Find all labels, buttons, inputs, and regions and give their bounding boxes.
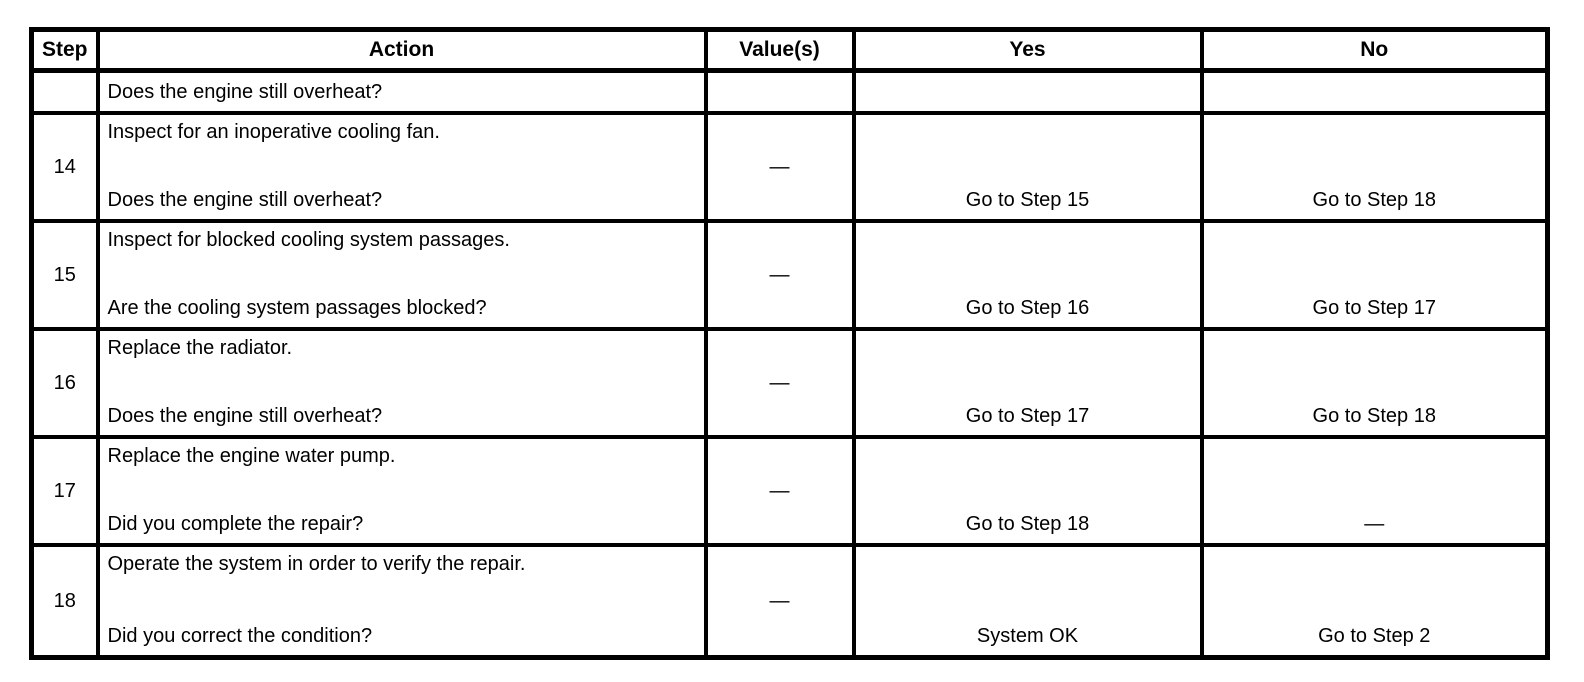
- table-row-continuation: Does the engine still overheat?: [29, 68, 1550, 115]
- no-cell: Go to Step 2: [1199, 543, 1550, 660]
- action-cell: Inspect for an inoperative cooling fan. …: [95, 111, 708, 223]
- yes-cell: Go to Step 18: [851, 435, 1204, 547]
- diagnostic-table-container: Step Action Value(s) Yes No Does the eng…: [29, 27, 1550, 660]
- action-instruction: Replace the radiator.: [107, 337, 293, 359]
- value-cell: —: [703, 543, 856, 660]
- no-result: Go to Step 17: [1312, 297, 1436, 319]
- step-cell: 14: [29, 111, 100, 223]
- no-cell: Go to Step 18: [1199, 327, 1550, 439]
- step-cell: [29, 68, 100, 115]
- yes-result: Go to Step 18: [965, 513, 1090, 535]
- yes-result: Go to Step 16: [965, 297, 1090, 319]
- yes-cell: [851, 68, 1204, 115]
- step-cell: 15: [29, 219, 100, 331]
- header-yes: Yes: [851, 27, 1204, 73]
- yes-cell: System OK: [851, 543, 1204, 660]
- action-instruction: Inspect for an inoperative cooling fan.: [107, 121, 440, 143]
- yes-result: Go to Step 15: [965, 189, 1090, 211]
- action-cell: Does the engine still overheat?: [95, 68, 708, 115]
- value-cell: —: [703, 111, 856, 223]
- action-question: Did you correct the condition?: [107, 625, 373, 647]
- action-cell: Inspect for blocked cooling system passa…: [95, 219, 708, 331]
- header-value: Value(s): [703, 27, 856, 73]
- yes-cell: Go to Step 17: [851, 327, 1204, 439]
- no-cell: Go to Step 17: [1199, 219, 1550, 331]
- yes-cell: Go to Step 16: [851, 219, 1204, 331]
- table-row-step-14: 14 Inspect for an inoperative cooling fa…: [29, 111, 1550, 223]
- no-cell: —: [1199, 435, 1550, 547]
- no-result: Go to Step 18: [1312, 405, 1436, 427]
- action-question: Are the cooling system passages blocked?: [107, 297, 487, 319]
- action-question: Does the engine still overheat?: [107, 189, 383, 211]
- value-cell: [703, 68, 856, 115]
- value-cell: —: [703, 327, 856, 439]
- no-result: Go to Step 18: [1312, 189, 1436, 211]
- header-step: Step: [29, 27, 100, 73]
- value-cell: —: [703, 219, 856, 331]
- table-row-step-18: 18 Operate the system in order to verify…: [29, 543, 1550, 660]
- yes-result: System OK: [976, 625, 1079, 647]
- action-cell: Replace the radiator. Does the engine st…: [95, 327, 708, 439]
- action-question: Does the engine still overheat?: [107, 80, 383, 103]
- step-cell: 17: [29, 435, 100, 547]
- diagnostic-steps-table: Step Action Value(s) Yes No Does the eng…: [29, 27, 1550, 660]
- no-cell: [1199, 68, 1550, 115]
- action-cell: Replace the engine water pump. Did you c…: [95, 435, 708, 547]
- step-cell: 18: [29, 543, 100, 660]
- value-cell: —: [703, 435, 856, 547]
- action-question: Did you complete the repair?: [107, 513, 364, 535]
- no-result: —: [1364, 513, 1385, 535]
- action-cell: Operate the system in order to verify th…: [95, 543, 708, 660]
- no-cell: Go to Step 18: [1199, 111, 1550, 223]
- yes-cell: Go to Step 15: [851, 111, 1204, 223]
- yes-result: Go to Step 17: [965, 405, 1090, 427]
- action-instruction: Operate the system in order to verify th…: [107, 553, 526, 575]
- header-action: Action: [95, 27, 708, 73]
- action-instruction: Replace the engine water pump.: [107, 445, 396, 467]
- action-question: Does the engine still overheat?: [107, 405, 383, 427]
- table-row-step-16: 16 Replace the radiator. Does the engine…: [29, 327, 1550, 439]
- no-result: Go to Step 2: [1318, 625, 1431, 647]
- table-row-step-15: 15 Inspect for blocked cooling system pa…: [29, 219, 1550, 331]
- header-no: No: [1199, 27, 1550, 73]
- table-header-row: Step Action Value(s) Yes No: [29, 27, 1550, 73]
- table-row-step-17: 17 Replace the engine water pump. Did yo…: [29, 435, 1550, 547]
- step-cell: 16: [29, 327, 100, 439]
- action-instruction: Inspect for blocked cooling system passa…: [107, 229, 510, 251]
